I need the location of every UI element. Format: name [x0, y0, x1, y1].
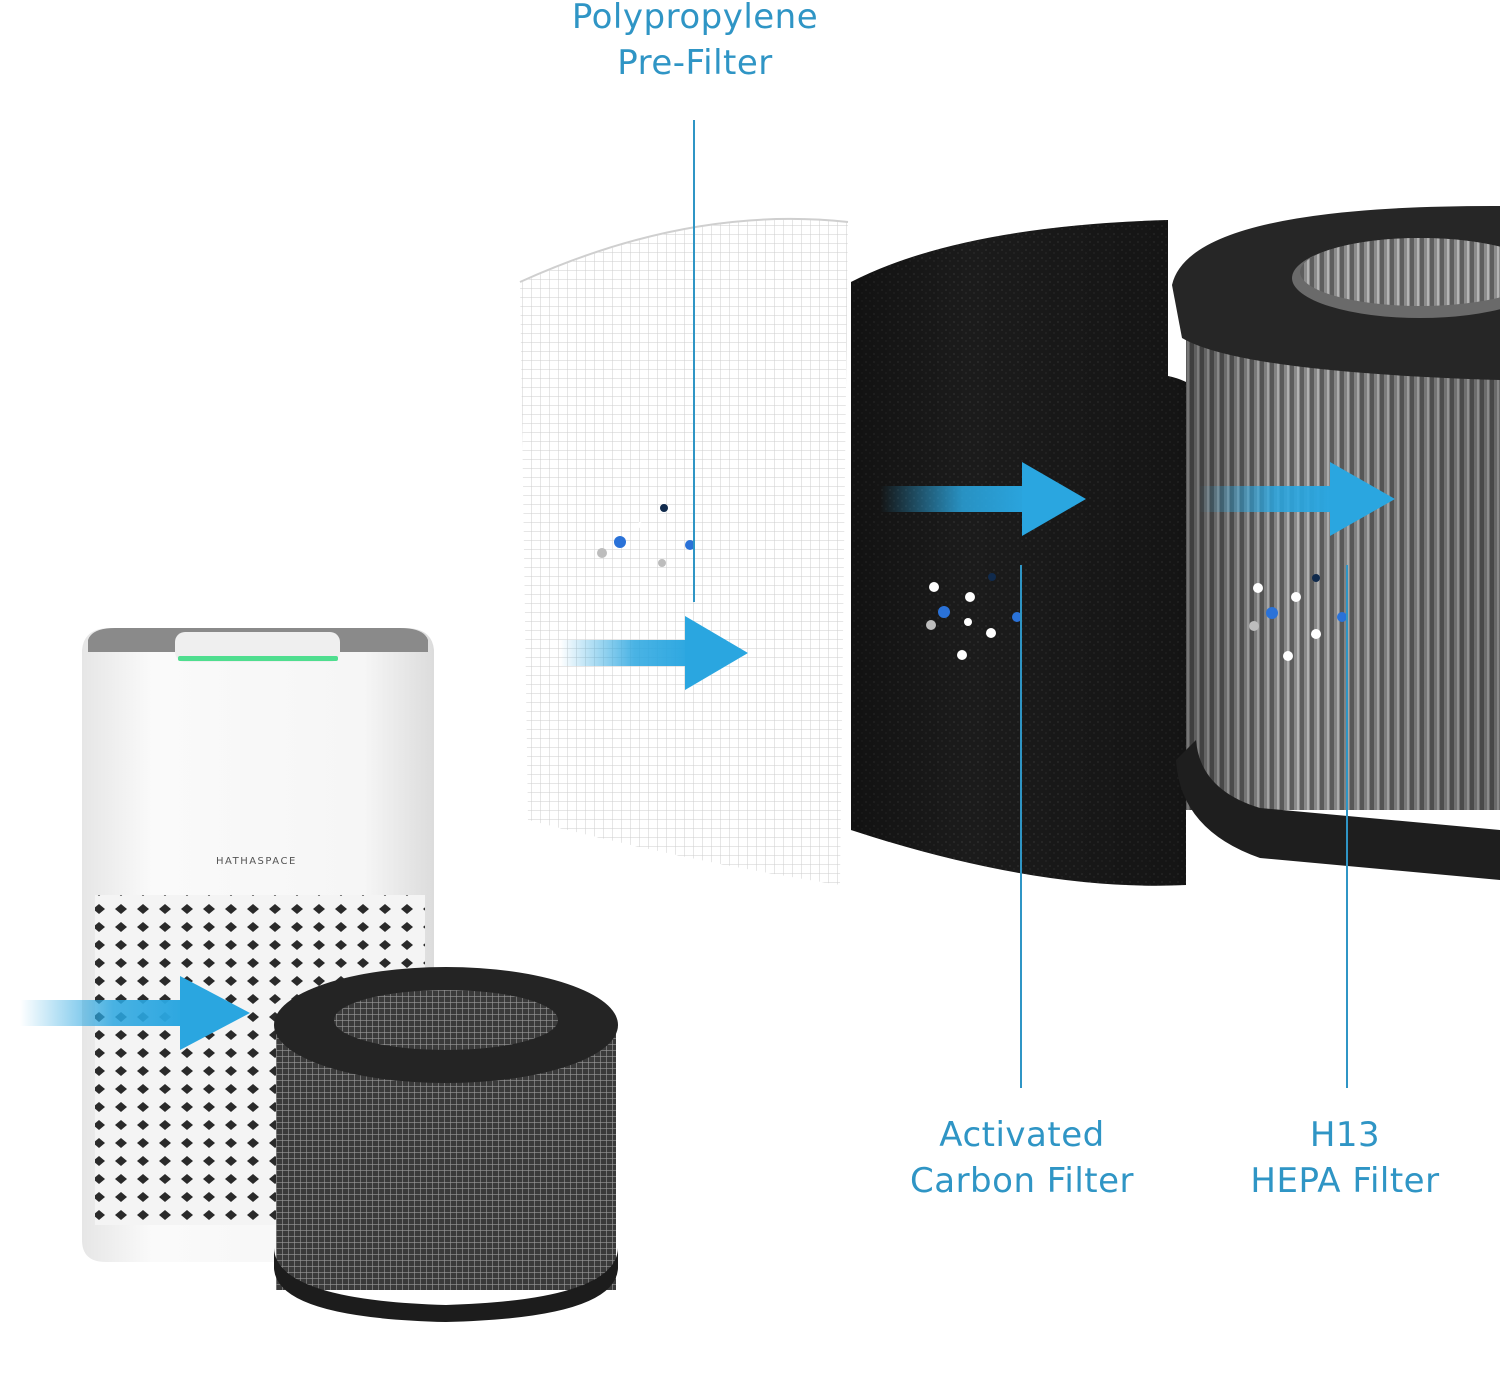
prefilter-label: Polypropylene Pre-Filter: [495, 0, 895, 86]
hepa-filter: [1172, 205, 1500, 880]
filter-cartridge: [274, 967, 618, 1322]
carbon-filter-label-line2: Carbon Filter: [910, 1161, 1134, 1201]
brand-logo: HATHASPACE: [216, 856, 297, 867]
prefilter-label-line1: Polypropylene: [571, 0, 819, 37]
arrow-carbon-inflow: [880, 462, 1086, 536]
arrow-hepa-inflow: [1198, 462, 1395, 536]
callout-lines: [693, 120, 1348, 1088]
arrow-prefilter-inflow: [560, 616, 748, 690]
prefilter-label-line2: Pre-Filter: [617, 43, 773, 83]
arrow-purifier-inflow: [20, 976, 250, 1050]
carbon-filter-label: Activated Carbon Filter: [822, 1112, 1222, 1204]
carbon-filter-label-line1: Activated: [939, 1115, 1105, 1155]
airflow-arrows: [20, 462, 1395, 1050]
carbon-filter: [851, 220, 1186, 886]
hepa-filter-label-line2: HEPA Filter: [1250, 1161, 1440, 1201]
prefilter-mesh: [519, 217, 849, 885]
particles-carbon: [926, 573, 1022, 660]
hepa-filter-label-line1: H13: [1309, 1115, 1381, 1155]
hepa-filter-label: H13 HEPA Filter: [1145, 1112, 1500, 1204]
particles-hepa: [1249, 574, 1347, 661]
particles-prefilter: [597, 504, 695, 567]
